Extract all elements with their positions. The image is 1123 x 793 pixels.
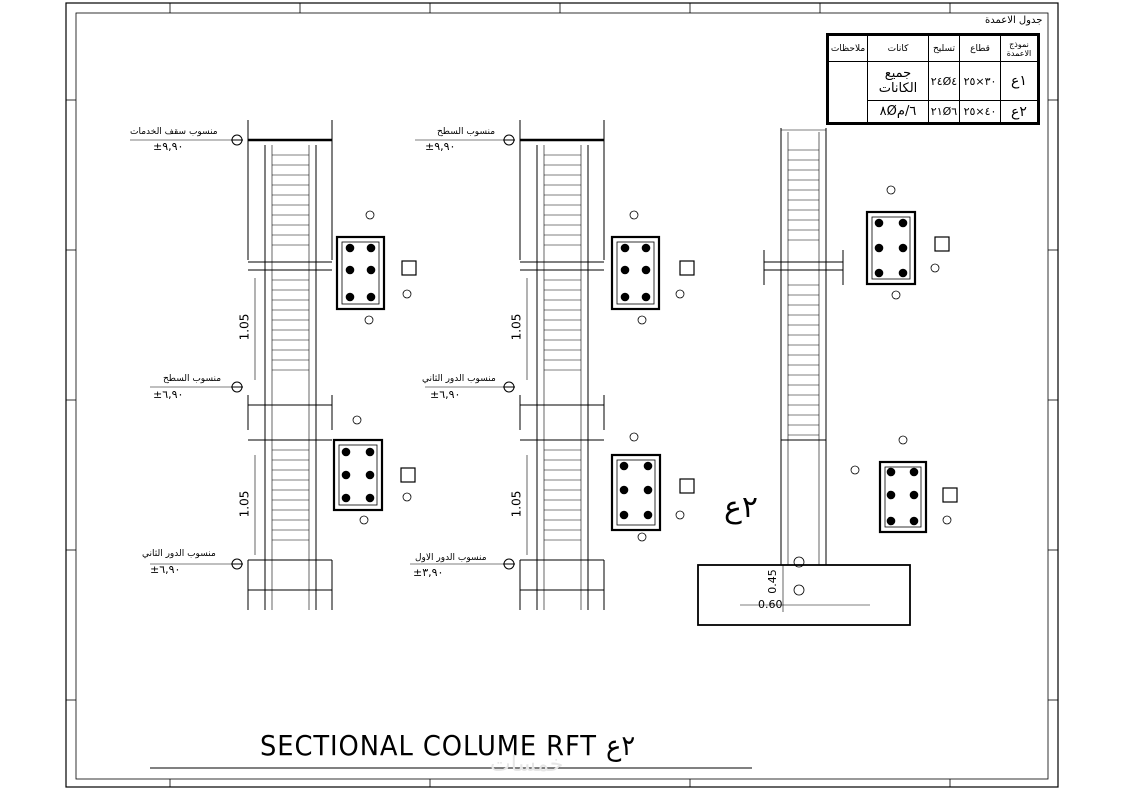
inner-frame bbox=[75, 12, 1049, 780]
col1-level-1-value: ±٩,٩٠ bbox=[153, 140, 184, 153]
schedule-header-type: نموذج الاعمدة bbox=[1000, 35, 1038, 62]
col2-level-2-value: ±٦,٩٠ bbox=[430, 388, 461, 401]
col3-tag: ٢ع bbox=[724, 490, 759, 525]
col2-level-2-label: منسوب الدور الثاني bbox=[422, 374, 496, 384]
column-3-elevation bbox=[697, 128, 911, 626]
column-3-section-upper bbox=[865, 185, 950, 300]
schedule-header-section: قطاع bbox=[959, 35, 1001, 62]
footing-dim-height: 0.45 bbox=[765, 569, 779, 594]
schedule-row-stirrups-all: جميع الكانات bbox=[867, 60, 929, 102]
col2-dim-lower: 1.05 bbox=[509, 490, 524, 518]
column-1-section-lower bbox=[332, 415, 416, 525]
schedule-row-2-rft: ٢١Ø٦ bbox=[928, 100, 960, 123]
drawing-title: SECTIONAL COLUME RFT ٢ع bbox=[260, 729, 636, 762]
watermark: خمسات bbox=[490, 752, 564, 777]
col1-level-2-value: ±٦,٩٠ bbox=[153, 388, 184, 401]
footing bbox=[697, 564, 911, 626]
col2-level-3-value: ±٣,٩٠ bbox=[413, 566, 444, 579]
column-3-section-lower bbox=[850, 435, 958, 534]
schedule-row-2-stirrups: ٨Ø٦/م bbox=[867, 100, 929, 123]
col1-level-3-value: ±٦,٩٠ bbox=[150, 563, 181, 576]
schedule-caption: جدول الاعمدة bbox=[985, 15, 1043, 26]
outer-frame bbox=[65, 2, 1059, 788]
schedule-row-1-notes bbox=[828, 61, 868, 123]
schedule-row-1-rft: ٢٤Ø٤ bbox=[928, 60, 960, 102]
col2-dim-upper: 1.05 bbox=[509, 313, 524, 341]
column-schedule-table: ملاحظات كانات تسليح قطاع نموذج الاعمدة ج… bbox=[826, 33, 1040, 125]
col1-level-2-label: منسوب السطح bbox=[163, 374, 222, 384]
col2-level-1-value: ±٩,٩٠ bbox=[425, 140, 456, 153]
column-2-elevation bbox=[410, 120, 605, 610]
column-2-section-upper bbox=[610, 210, 695, 325]
schedule-header-notes: ملاحظات bbox=[828, 35, 868, 62]
column-1-section-upper bbox=[335, 210, 417, 325]
col2-level-1-label: منسوب السطح bbox=[437, 127, 496, 137]
schedule-row-1-type: ١ع bbox=[1000, 60, 1038, 102]
col1-level-1-label: منسوب سقف الخدمات bbox=[130, 127, 218, 137]
col1-dim-lower: 1.05 bbox=[237, 490, 252, 518]
col2-level-3-label: منسوب الدور الاول bbox=[415, 553, 487, 563]
column-1-elevation bbox=[130, 120, 333, 610]
schedule-row-2-section: ٤٠×٢٥ bbox=[959, 100, 1001, 123]
frame-ticks bbox=[66, 3, 1058, 787]
col1-level-3-label: منسوب الدور الثاني bbox=[142, 549, 216, 559]
col1-dim-upper: 1.05 bbox=[237, 313, 252, 341]
footing-dim-width: 0.60 bbox=[758, 598, 783, 611]
schedule-row-1-section: ٣٠×٢٥ bbox=[959, 60, 1001, 102]
column-2-section-lower bbox=[610, 432, 695, 542]
schedule-header-stirrups: كانات bbox=[867, 35, 929, 62]
schedule-row-2-type: ٢ع bbox=[1000, 100, 1038, 123]
schedule-header-rft: تسليح bbox=[928, 35, 960, 62]
